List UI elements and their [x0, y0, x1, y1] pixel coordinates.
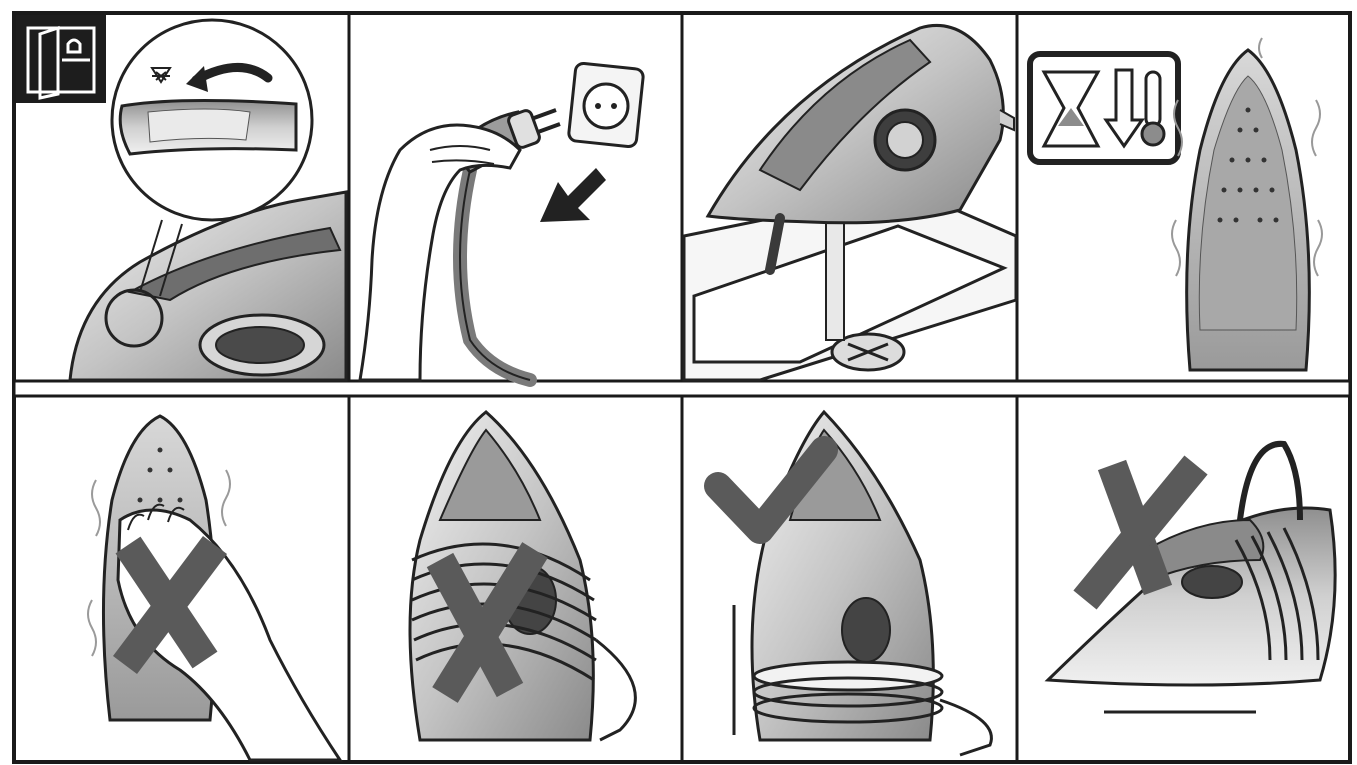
hand-icon: [116, 508, 343, 762]
cupboard-book-icon: [26, 25, 96, 100]
cord-icon: [752, 660, 993, 757]
panel-select-anti-calc: [16, 15, 348, 382]
panel-cool-down: [1027, 37, 1323, 372]
anti-calc-symbol-icon: [150, 67, 172, 84]
hot-soleplate-icon: [1171, 37, 1323, 372]
check-mark: [704, 436, 838, 544]
hourglass-icon: [1041, 70, 1101, 148]
cross-mark: [426, 542, 548, 703]
panel-do-not-store-flat: [1044, 440, 1337, 714]
cross-mark: [113, 536, 227, 674]
cord-icon: [453, 163, 537, 387]
panel-do-not-touch-hot-plate: [87, 414, 343, 762]
iron-handle: [127, 226, 342, 302]
hand-icon: [358, 123, 522, 382]
panel-unplug: [358, 61, 645, 387]
down-left-arrow-icon: [540, 168, 606, 222]
cupboard-book-icon-bg: [16, 15, 106, 103]
down-arrow-icon: [1103, 68, 1145, 149]
panel-empty-water: [682, 23, 1018, 382]
cord-icon: [1234, 527, 1320, 661]
sink-icon: [682, 188, 1018, 382]
panel-store-upright-cord-wrapped: [704, 409, 993, 757]
cross-mark: [1073, 455, 1208, 610]
wall-socket-icon: [567, 61, 645, 149]
magnifier-target: [104, 288, 164, 348]
row-divider: [12, 379, 1352, 398]
thermometer-icon: [1140, 70, 1166, 147]
panel-do-not-wrap-cord-hot: [408, 410, 637, 742]
